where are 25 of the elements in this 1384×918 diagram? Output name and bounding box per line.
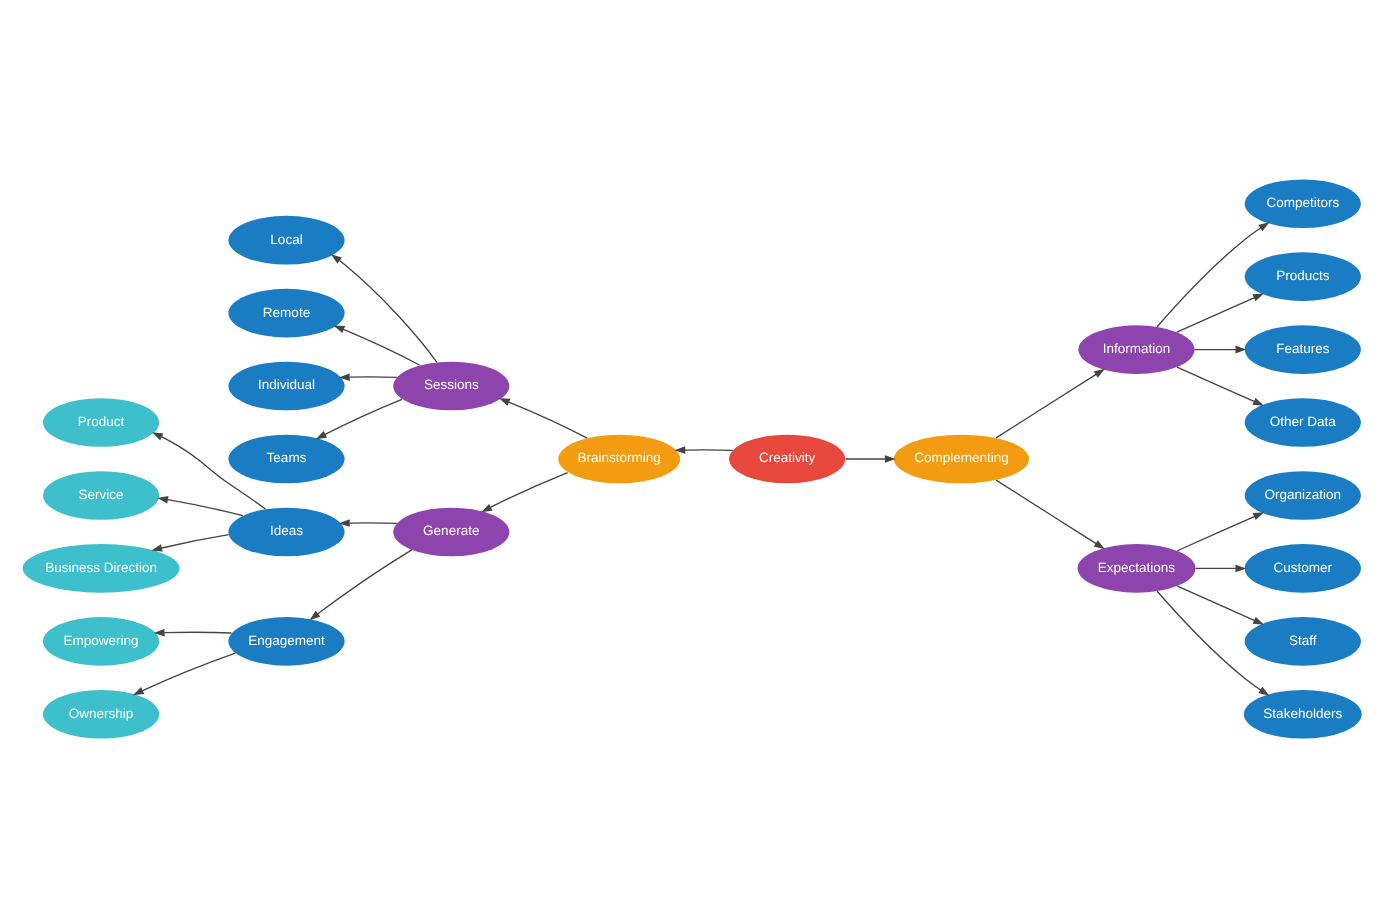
arrow bbox=[481, 472, 569, 513]
arrow bbox=[499, 398, 588, 439]
arrow bbox=[1156, 590, 1270, 696]
arrow bbox=[338, 373, 398, 381]
arrow bbox=[995, 368, 1105, 439]
arrow bbox=[844, 455, 896, 463]
arrow bbox=[151, 534, 230, 552]
arrow bbox=[330, 254, 438, 364]
arrow bbox=[153, 628, 233, 637]
arrow bbox=[1194, 564, 1247, 573]
arrow bbox=[1176, 366, 1264, 406]
arrow bbox=[157, 496, 244, 517]
arrow bbox=[1176, 585, 1265, 625]
arrow bbox=[315, 398, 403, 440]
arrow bbox=[152, 432, 267, 510]
arrow bbox=[1156, 222, 1270, 328]
arrow bbox=[995, 479, 1105, 550]
arrow bbox=[338, 519, 398, 527]
arrow bbox=[1176, 512, 1265, 552]
arrow bbox=[674, 446, 734, 454]
arrow bbox=[1193, 345, 1247, 354]
arrow bbox=[1176, 293, 1264, 333]
arrow bbox=[132, 652, 236, 696]
arrow bbox=[333, 325, 421, 366]
arrow bbox=[309, 549, 413, 621]
